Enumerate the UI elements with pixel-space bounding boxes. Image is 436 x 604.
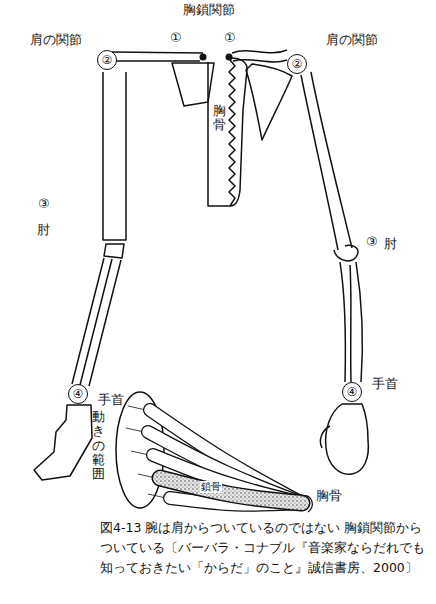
joint-label: 胸鎖関節 [183,2,235,18]
part-label: 肘 [384,236,397,252]
callout-number: ④ [347,386,358,398]
callout-number: ③ [38,196,50,212]
part-label: 肘 [37,222,50,238]
clavicle-outline [160,478,302,503]
callout-number: ① [170,30,182,46]
part-label: 動きの範囲 [92,410,105,481]
scapula [246,64,292,140]
forearm-schematic [72,258,121,386]
figure-caption: 図4-13 腕は肩からついているのではない 胸鎖関節からついている〔バーバラ・コ… [100,518,430,578]
sternum-schematic [208,62,230,206]
part-label: 肩の関節 [326,32,378,48]
joint-dot [226,54,233,61]
forearm [340,262,362,382]
callout-number: ② [102,54,113,66]
joint-circle: ② [97,50,117,70]
elbow [334,245,358,261]
hand [320,404,368,474]
part-label: 手首 [98,392,124,408]
hand-schematic [34,405,92,480]
sternum-edge [302,496,312,512]
joint-dot [200,54,207,61]
callout-number: ④ [73,388,84,400]
clavicle [232,50,287,62]
part-label: 鎖骨 [200,481,222,493]
elbow-schematic [104,244,124,258]
part-label: 胸骨 [213,104,226,133]
part-label: 手首 [372,376,398,392]
callout-number: ③ [366,234,378,250]
humerus [301,72,352,250]
upper-arm-schematic [103,72,126,240]
sternum-midline [229,60,235,206]
joint-circle: ④ [68,384,88,404]
part-label: 肩の関節 [30,32,82,48]
callout-number: ① [224,30,236,46]
callout-number: ② [292,58,303,70]
joint-circle: ④ [342,382,362,402]
clavicle-bone [160,478,302,503]
sternum [230,58,247,206]
clavicle-schematic [110,52,203,61]
joint-circle: ② [287,54,307,74]
part-label: 胸骨 [316,488,342,504]
clavicle-fan [126,406,312,512]
